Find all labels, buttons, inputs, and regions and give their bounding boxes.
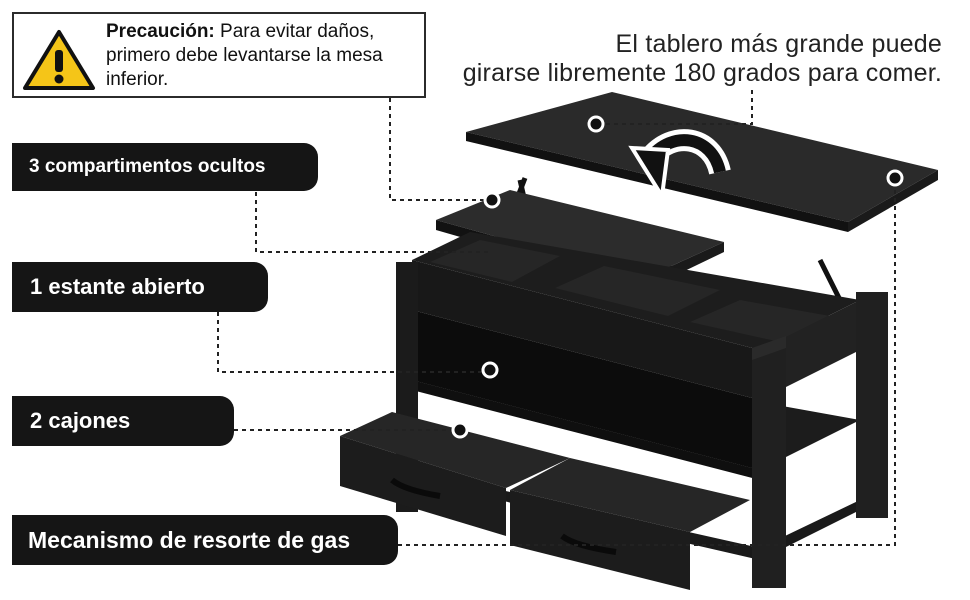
tag-drawers: 2 cajones [12,396,234,446]
headline-line-1: El tablero más grande puede [615,30,942,58]
drawer-right [510,458,750,590]
leader-dots [451,115,904,439]
table-body [396,232,888,588]
leader-lines [217,86,896,546]
tag-hidden-compartments: 3 compartimentos ocultos [12,143,318,191]
caution-text: Precaución: Para evitar daños, primero d… [106,20,422,92]
caution-line-2: primero debe levantarse la mesa [106,45,383,66]
rotating-top-headline: El tablero más grande puede girarse libr… [463,30,942,88]
caution-box: Precaución: Para evitar daños, primero d… [12,12,426,98]
caution-line-1: Para evitar daños, [220,21,375,42]
tag-gas-spring-mechanism: Mecanismo de resorte de gas [12,515,398,565]
caution-line-3: inferior. [106,69,169,90]
tag-open-shelf: 1 estante abierto [12,262,268,312]
headline-line-2: girarse libremente 180 grados para comer… [462,59,942,87]
rotate-arrow-icon [628,129,731,202]
caution-title: Precaución: [106,21,215,42]
warning-triangle-icon [23,30,95,90]
